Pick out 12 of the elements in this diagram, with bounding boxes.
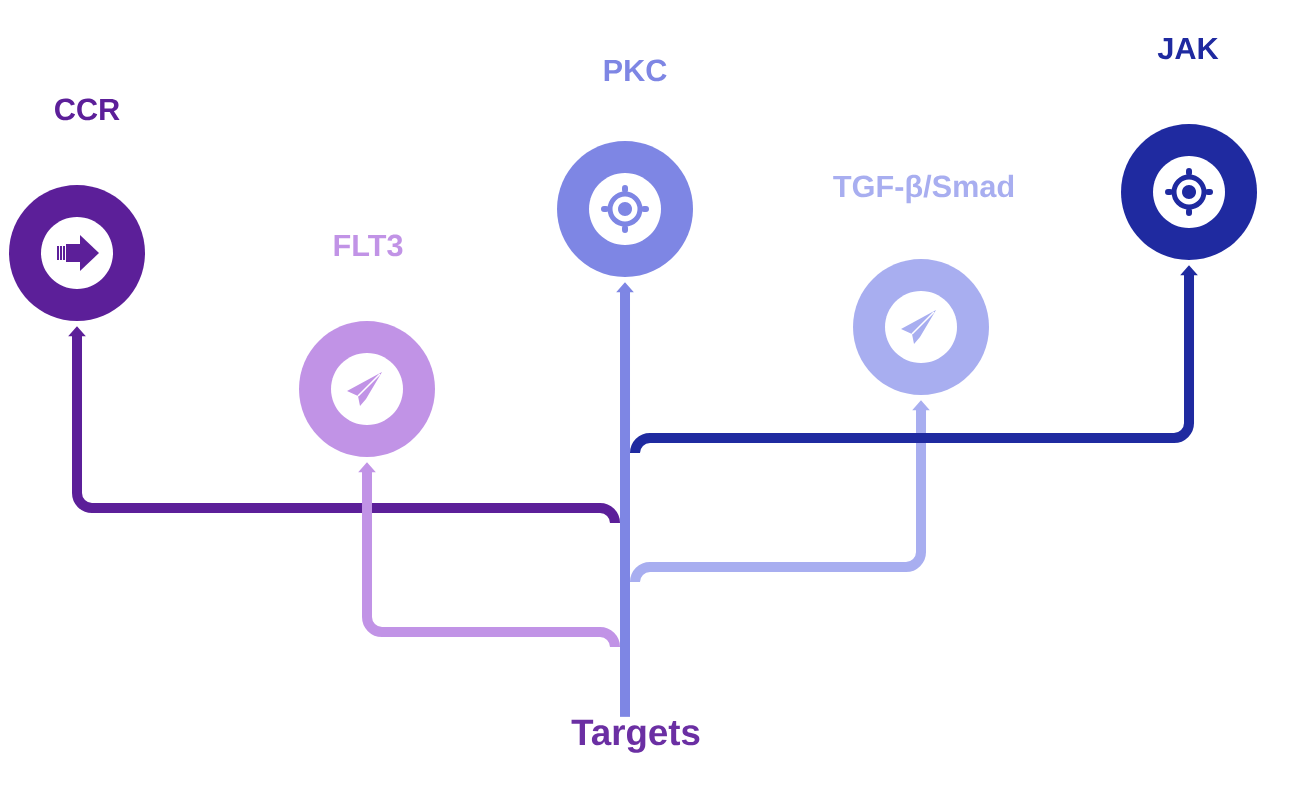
root-label: Targets xyxy=(571,719,700,753)
node-heading: CCR xyxy=(55,98,120,121)
node-heading: JAK xyxy=(1157,37,1219,60)
node-heading: TGF-β/Smad xyxy=(833,174,1014,204)
node-heading: FLT3 xyxy=(334,234,403,257)
connector-line xyxy=(620,453,630,523)
connector-line xyxy=(620,582,630,647)
connector-arrow xyxy=(68,326,620,525)
connector-line xyxy=(620,523,630,582)
connector-line xyxy=(620,647,630,717)
node-heading: PKC xyxy=(604,59,667,82)
connector-arrow xyxy=(358,462,620,648)
